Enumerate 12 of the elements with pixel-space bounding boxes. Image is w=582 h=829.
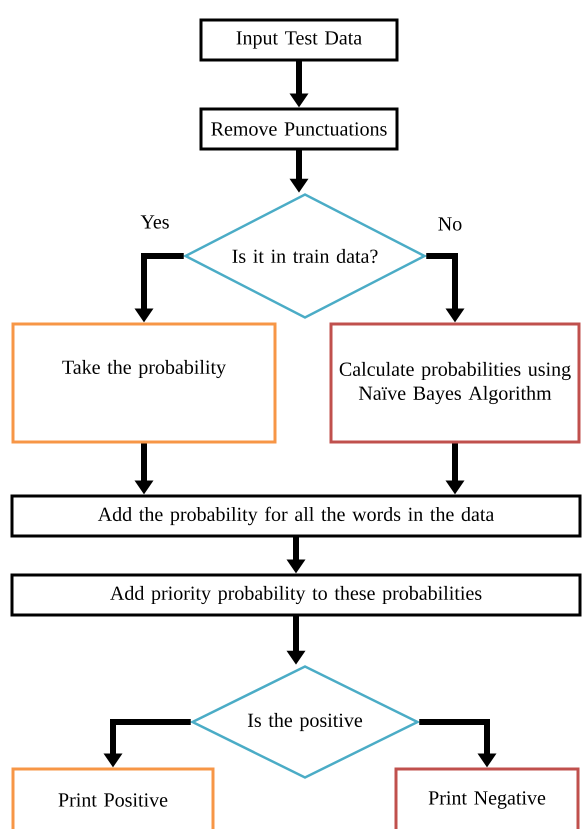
output-box: Print Positive bbox=[12, 768, 214, 829]
output-box: Print Negative bbox=[394, 768, 580, 829]
node-label: Is it in train data? bbox=[232, 248, 378, 264]
process-box: Add the probability for all the words in the data bbox=[10, 494, 582, 538]
process-box: Input Test Data bbox=[200, 18, 398, 62]
process-box: Calculate probabilities using Naïve Bayes Algorithm bbox=[330, 322, 580, 444]
edge-label: Yes bbox=[139, 214, 171, 230]
edge-label: No bbox=[436, 216, 464, 232]
node-label: Is the positive bbox=[248, 712, 362, 732]
process-box: Add priority probability to these probabilities bbox=[10, 574, 582, 616]
process-box: Take the probability bbox=[12, 322, 276, 444]
process-box: Remove Punctuations bbox=[200, 108, 398, 150]
